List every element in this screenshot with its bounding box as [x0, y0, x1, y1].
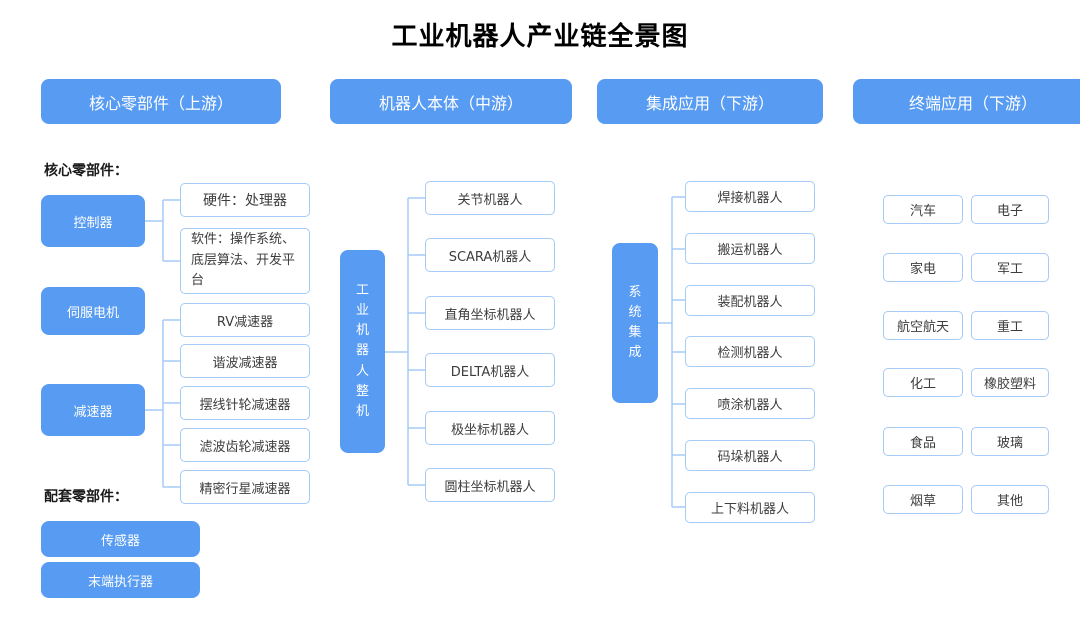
leaf-hardware-processor: 硬件：处理器 — [180, 183, 310, 217]
leaf-cycloidal-pin-reducer: 摆线针轮减速器 — [180, 386, 310, 420]
node-system-integration-label: 系统集成 — [628, 284, 642, 361]
header-terminal: 终端应用（下游） — [853, 79, 1080, 124]
leaf-filter-gear-reducer: 滤波齿轮减速器 — [180, 428, 310, 462]
node-system-integration: 系统集成 — [612, 243, 658, 403]
leaf-scara-robot: SCARA机器人 — [425, 238, 555, 272]
leaf-joint-robot: 关节机器人 — [425, 181, 555, 215]
industry-electronics: 电子 — [971, 195, 1049, 224]
industry-aerospace: 航空航天 — [883, 311, 963, 340]
industry-other: 其他 — [971, 485, 1049, 514]
industry-home-appliance: 家电 — [883, 253, 963, 282]
leaf-harmonic-reducer: 谐波减速器 — [180, 344, 310, 378]
node-industrial-robot-machine-label: 工业机器人整机 — [355, 283, 369, 419]
industry-rubber-plastic: 橡胶塑料 — [971, 368, 1049, 397]
leaf-painting-robot: 喷涂机器人 — [685, 388, 815, 419]
node-industrial-robot-machine: 工业机器人整机 — [340, 250, 385, 453]
leaf-rv-reducer: RV减速器 — [180, 303, 310, 337]
industry-heavy-industry: 重工 — [971, 311, 1049, 340]
leaf-software-platform: 软件：操作系统、底层算法、开发平台 — [180, 228, 310, 294]
leaf-loading-unloading-robot: 上下料机器人 — [685, 492, 815, 523]
leaf-precision-planetary-reducer: 精密行星减速器 — [180, 470, 310, 504]
connector-controller-children — [145, 199, 180, 262]
node-reducer: 减速器 — [41, 384, 145, 436]
industry-military: 军工 — [971, 253, 1049, 282]
leaf-delta-robot: DELTA机器人 — [425, 353, 555, 387]
leaf-palletizing-robot: 码垛机器人 — [685, 440, 815, 471]
node-servo-motor: 伺服电机 — [41, 287, 145, 335]
leaf-handling-robot: 搬运机器人 — [685, 233, 815, 264]
industry-glass: 玻璃 — [971, 427, 1049, 456]
leaf-polar-robot: 极坐标机器人 — [425, 411, 555, 445]
leaf-inspection-robot: 检测机器人 — [685, 336, 815, 367]
industry-tobacco: 烟草 — [883, 485, 963, 514]
leaf-assembly-robot: 装配机器人 — [685, 285, 815, 316]
header-robot-body: 机器人本体（中游） — [330, 79, 572, 124]
header-integration: 集成应用（下游） — [597, 79, 823, 124]
connector-integration-children — [658, 196, 685, 508]
industry-food: 食品 — [883, 427, 963, 456]
node-end-effector: 末端执行器 — [41, 562, 200, 598]
section-label-core-components: 核心零部件： — [44, 163, 128, 179]
section-label-supporting-components: 配套零部件： — [44, 489, 128, 505]
connector-robot-body-children — [385, 197, 425, 486]
industry-chemical: 化工 — [883, 368, 963, 397]
page-title: 工业机器人产业链全景图 — [391, 22, 689, 52]
node-sensor: 传感器 — [41, 521, 200, 557]
leaf-cartesian-robot: 直角坐标机器人 — [425, 296, 555, 330]
header-core-components: 核心零部件（上游） — [41, 79, 281, 124]
leaf-welding-robot: 焊接机器人 — [685, 181, 815, 212]
industry-automotive: 汽车 — [883, 195, 963, 224]
connector-reducer-children — [145, 319, 180, 488]
leaf-cylindrical-robot: 圆柱坐标机器人 — [425, 468, 555, 502]
node-controller: 控制器 — [41, 195, 145, 247]
